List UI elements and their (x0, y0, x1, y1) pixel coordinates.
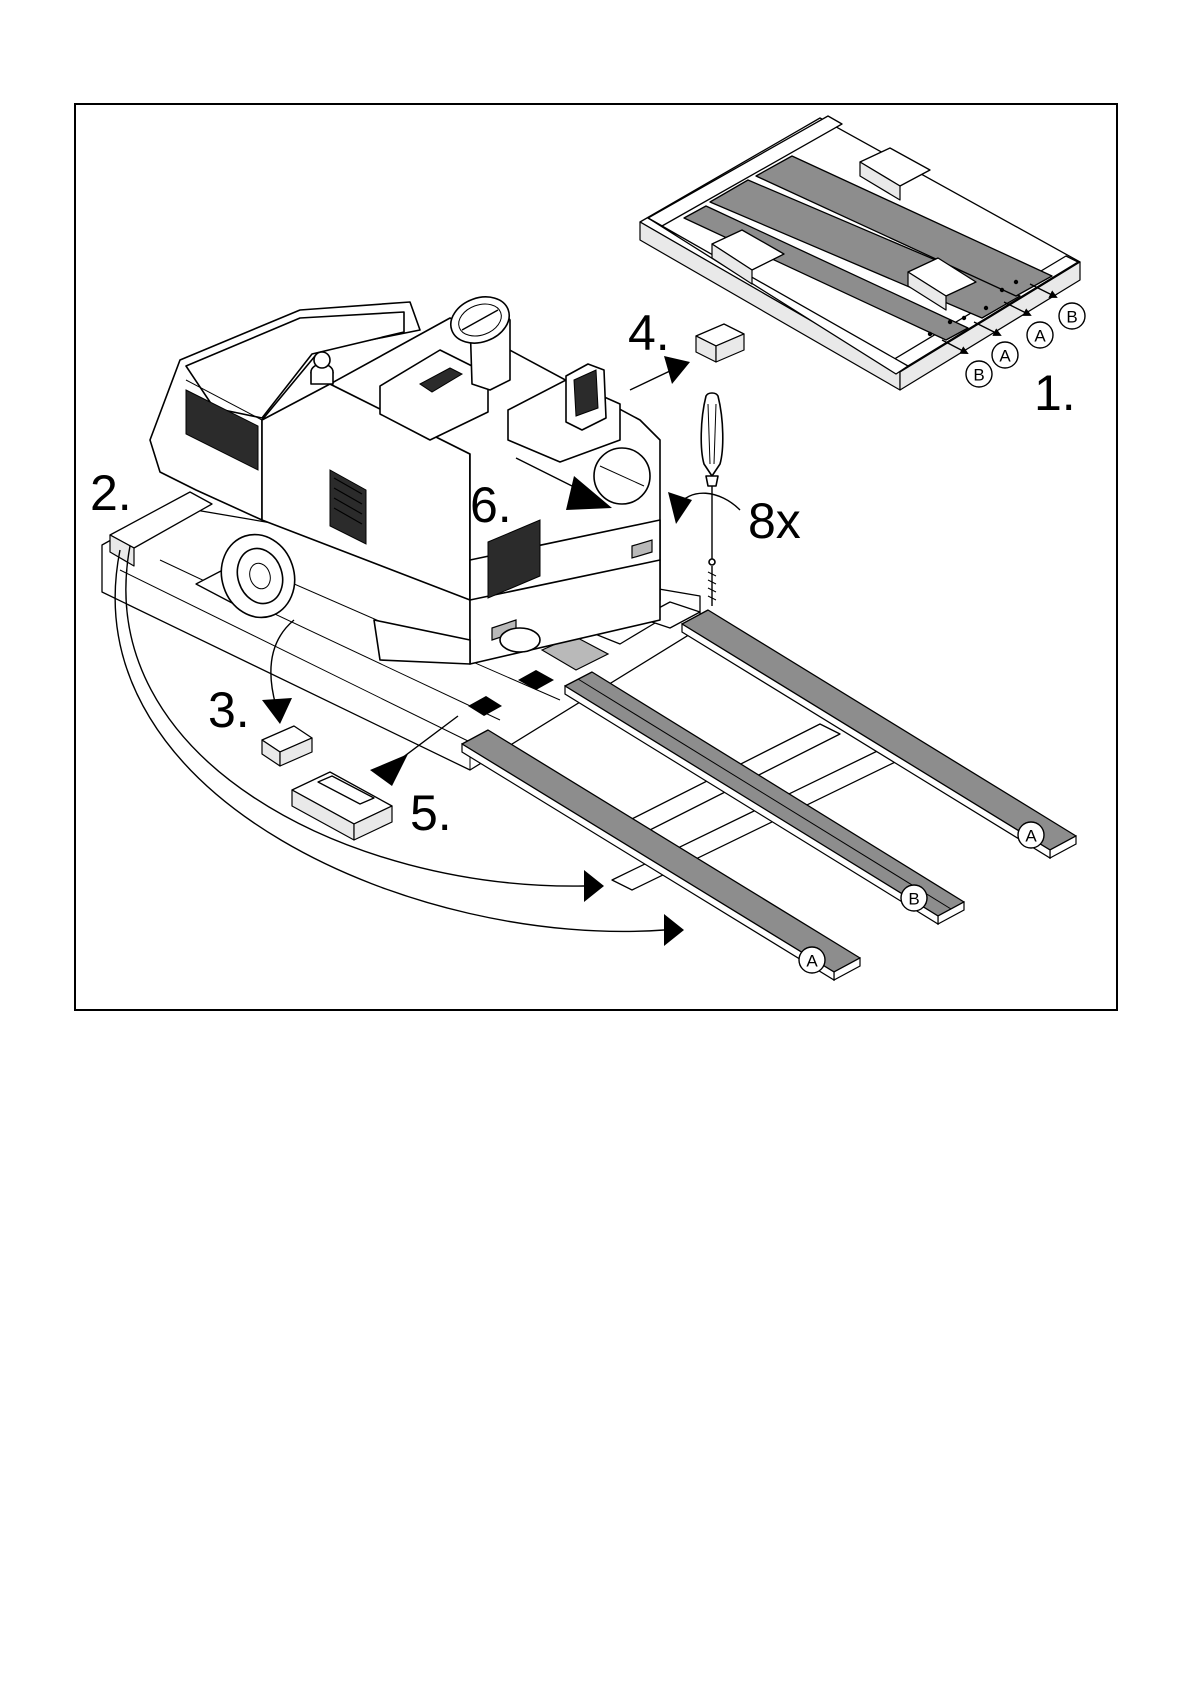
svg-text:A: A (1025, 827, 1037, 846)
pallet-plank-badge: A (1027, 322, 1053, 348)
ramp-plank-badge: A (1018, 822, 1044, 848)
svg-text:B: B (973, 366, 984, 385)
svg-text:A: A (806, 952, 818, 971)
step-2-label: 2. (90, 465, 132, 521)
pallet-plank-badge: B (966, 361, 992, 387)
pallet-plank-badge: B (1059, 303, 1085, 329)
svg-text:B: B (908, 890, 919, 909)
pallet-plank-badge: A (992, 342, 1018, 368)
step-3-label: 3. (208, 682, 250, 738)
step-4-label: 4. (628, 305, 670, 361)
step-6-label: 6. (470, 477, 512, 533)
step-5-label: 5. (410, 785, 452, 841)
svg-text:B: B (1066, 308, 1077, 327)
rotate-arrow-icon (668, 492, 740, 524)
screw-count-label: 8x (748, 493, 801, 549)
svg-text:A: A (1034, 327, 1046, 346)
ramp-plank-badge: A (799, 947, 825, 973)
step-1-label: 1. (1034, 365, 1076, 421)
ramp-plank-badge: B (901, 885, 927, 911)
svg-text:A: A (999, 347, 1011, 366)
screwdriver-icon (701, 393, 723, 606)
